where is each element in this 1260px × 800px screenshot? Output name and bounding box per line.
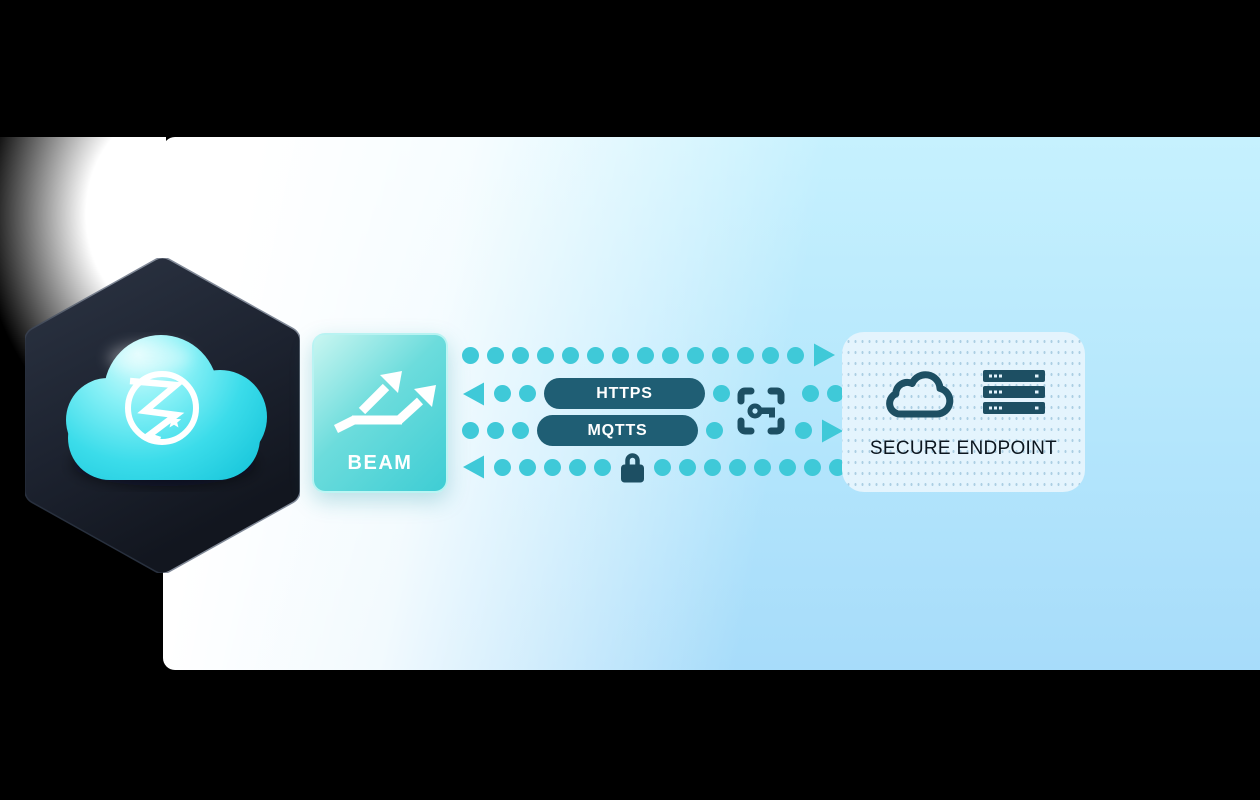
flow-dot [587, 346, 604, 364]
flow-dot [737, 346, 754, 364]
flow-dot [654, 458, 671, 476]
flow-dot [512, 346, 529, 364]
cloud-logo-icon [66, 335, 267, 486]
flow-dot [519, 385, 536, 402]
flow-dot [462, 346, 479, 364]
cloud-icon [885, 371, 953, 418]
flow-dot [569, 458, 586, 476]
star-icon [166, 414, 182, 428]
flow-dot [612, 346, 629, 364]
arrow-left-icon [463, 455, 484, 479]
flow-dot [462, 422, 479, 439]
flow-dot [729, 458, 746, 476]
protocol-pill-https: HTTPS [544, 378, 705, 409]
flow-row-outbound-top [462, 342, 836, 368]
flow-dot [494, 458, 511, 476]
endpoint-icons [842, 364, 1085, 420]
flow-dot [487, 422, 504, 439]
server-stack-icon [982, 370, 1045, 414]
flow-dot [787, 346, 804, 364]
hexagon-badge [24, 257, 301, 574]
beam-label: BEAM [347, 452, 413, 474]
flow-dot [802, 385, 819, 402]
secure-endpoint-label: SECURE ENDPOINT [869, 438, 1058, 459]
scan-key-icon [737, 387, 785, 435]
brand-mark-icon [125, 371, 199, 445]
flow-dot [827, 385, 844, 402]
flow-dot [829, 458, 846, 476]
flow-row-https: HTTPS [462, 378, 844, 409]
flow-dot [713, 385, 730, 402]
flow-dot [762, 346, 779, 364]
flow-dot [512, 422, 529, 439]
flow-dot [804, 458, 821, 476]
flow-dot [637, 346, 654, 364]
flow-dot [687, 346, 704, 364]
flow-dot [795, 422, 812, 439]
flow-row-mqtts: MQTTS [462, 415, 844, 446]
flow-dot [679, 458, 696, 476]
flow-dot [662, 346, 679, 364]
lock-icon [621, 452, 644, 482]
flow-dot [706, 422, 723, 439]
flow-dot [494, 385, 511, 402]
flow-dot [712, 346, 729, 364]
flow-dot [594, 458, 611, 476]
flow-dot [779, 458, 796, 476]
flow-dot [487, 346, 504, 364]
secure-endpoint-card: SECURE ENDPOINT [842, 332, 1085, 492]
flow-row-return-bottom [462, 450, 846, 484]
flow-dot [562, 346, 579, 364]
flow-dot [754, 458, 771, 476]
arrow-left-icon [463, 382, 484, 405]
protocol-pill-mqtts: MQTTS [537, 415, 698, 446]
flow-dot [537, 346, 554, 364]
arrow-right-icon [814, 343, 835, 367]
flow-dot [704, 458, 721, 476]
arrow-right-icon [822, 419, 843, 442]
flow-dot [544, 458, 561, 476]
beam-arrows-icon [333, 371, 436, 434]
flow-dot [519, 458, 536, 476]
beam-box: BEAM [312, 333, 448, 493]
